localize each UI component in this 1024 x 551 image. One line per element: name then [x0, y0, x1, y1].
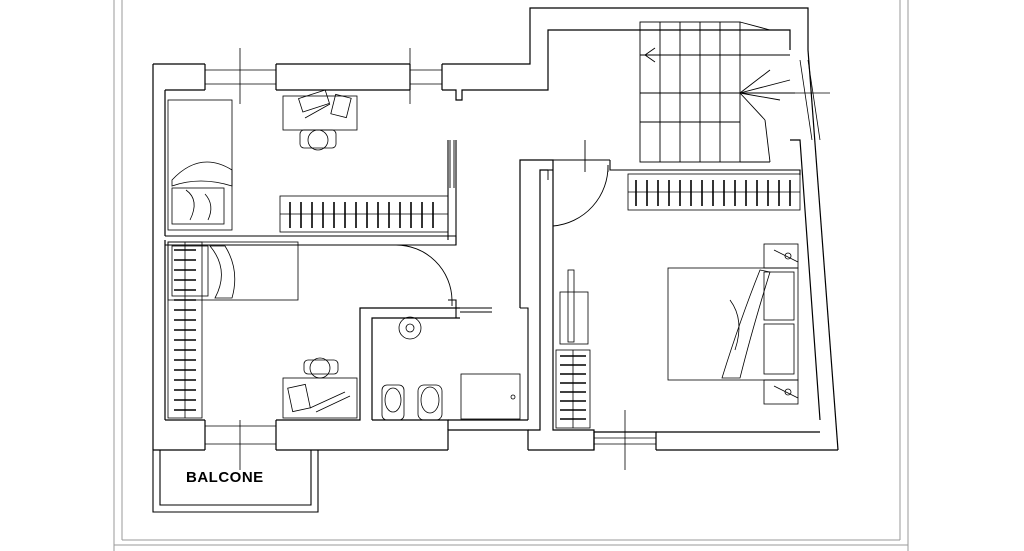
double-bed [667, 243, 799, 405]
staircase [639, 21, 795, 163]
wardrobe-4 [555, 269, 591, 429]
desk-2 [282, 357, 358, 419]
wardrobe-1 [279, 195, 449, 233]
single-bed-1 [167, 99, 233, 231]
sheet-frame [113, 0, 909, 551]
interior-walls [165, 140, 801, 420]
doors [395, 140, 609, 313]
wardrobe-2-hangers [174, 249, 196, 411]
desk-1 [282, 89, 358, 151]
wardrobe-3-hangers [635, 180, 791, 206]
wardrobe-1-hangers [289, 202, 434, 228]
bathroom-fixtures [381, 316, 521, 421]
windows [205, 48, 830, 470]
exterior-walls [152, 7, 839, 451]
balcony-label: BALCONE [186, 469, 264, 486]
wardrobe-3 [627, 173, 801, 211]
wardrobe-4-hangers [560, 355, 586, 420]
balcony [152, 450, 319, 513]
